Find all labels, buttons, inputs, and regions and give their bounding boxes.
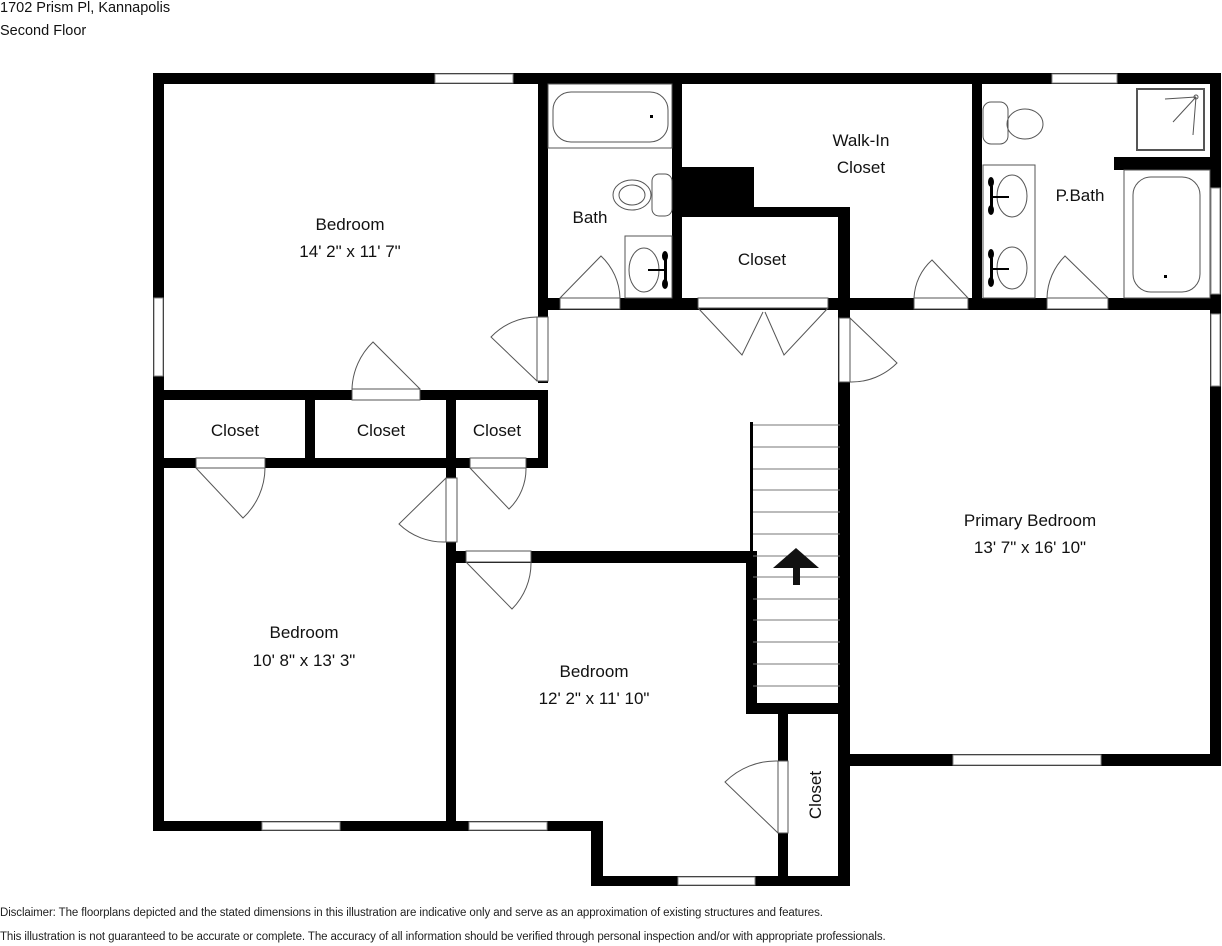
room-dims-bedroom-sw: 10' 8" x 13' 3" [253, 651, 356, 670]
room-name-bedroom-s: Bedroom [560, 662, 629, 681]
windows [153, 73, 1221, 886]
room-name-bedroom-nw: Bedroom [316, 215, 385, 234]
room-name-closet-2: Closet [357, 421, 405, 440]
room-dims-bedroom-s: 12' 2" x 11' 10" [539, 689, 650, 708]
room-name-bath: Bath [573, 208, 608, 227]
faucet-icons [648, 177, 1009, 289]
room-name-closet-vertical: Closet [806, 771, 825, 819]
arrow-up-icon [773, 548, 819, 585]
room-name-primary: Primary Bedroom [964, 511, 1096, 530]
room-name-closet-1: Closet [211, 421, 259, 440]
doors [195, 255, 1109, 834]
address-label: 1702 Prism Pl, Kannapolis [0, 0, 171, 16]
disclaimer-line-1: Disclaimer: The floorplans depicted and … [0, 907, 823, 919]
fixtures [547, 83, 1211, 687]
room-name-closet-3: Closet [473, 421, 521, 440]
room-name-walkin-2: Closet [837, 158, 885, 177]
room-dims-primary: 13' 7" x 16' 10" [974, 538, 1086, 557]
room-name-walkin: Walk-In [833, 131, 890, 150]
room-name-closet-center: Closet [738, 250, 786, 269]
room-name-bedroom-sw: Bedroom [270, 623, 339, 642]
disclaimer-line-2: This illustration is not guaranteed to b… [0, 931, 886, 943]
room-dims-bedroom-nw: 14' 2" x 11' 7" [299, 242, 400, 261]
room-name-pbath: P.Bath [1056, 186, 1105, 205]
floor-label: Second Floor [0, 23, 87, 39]
